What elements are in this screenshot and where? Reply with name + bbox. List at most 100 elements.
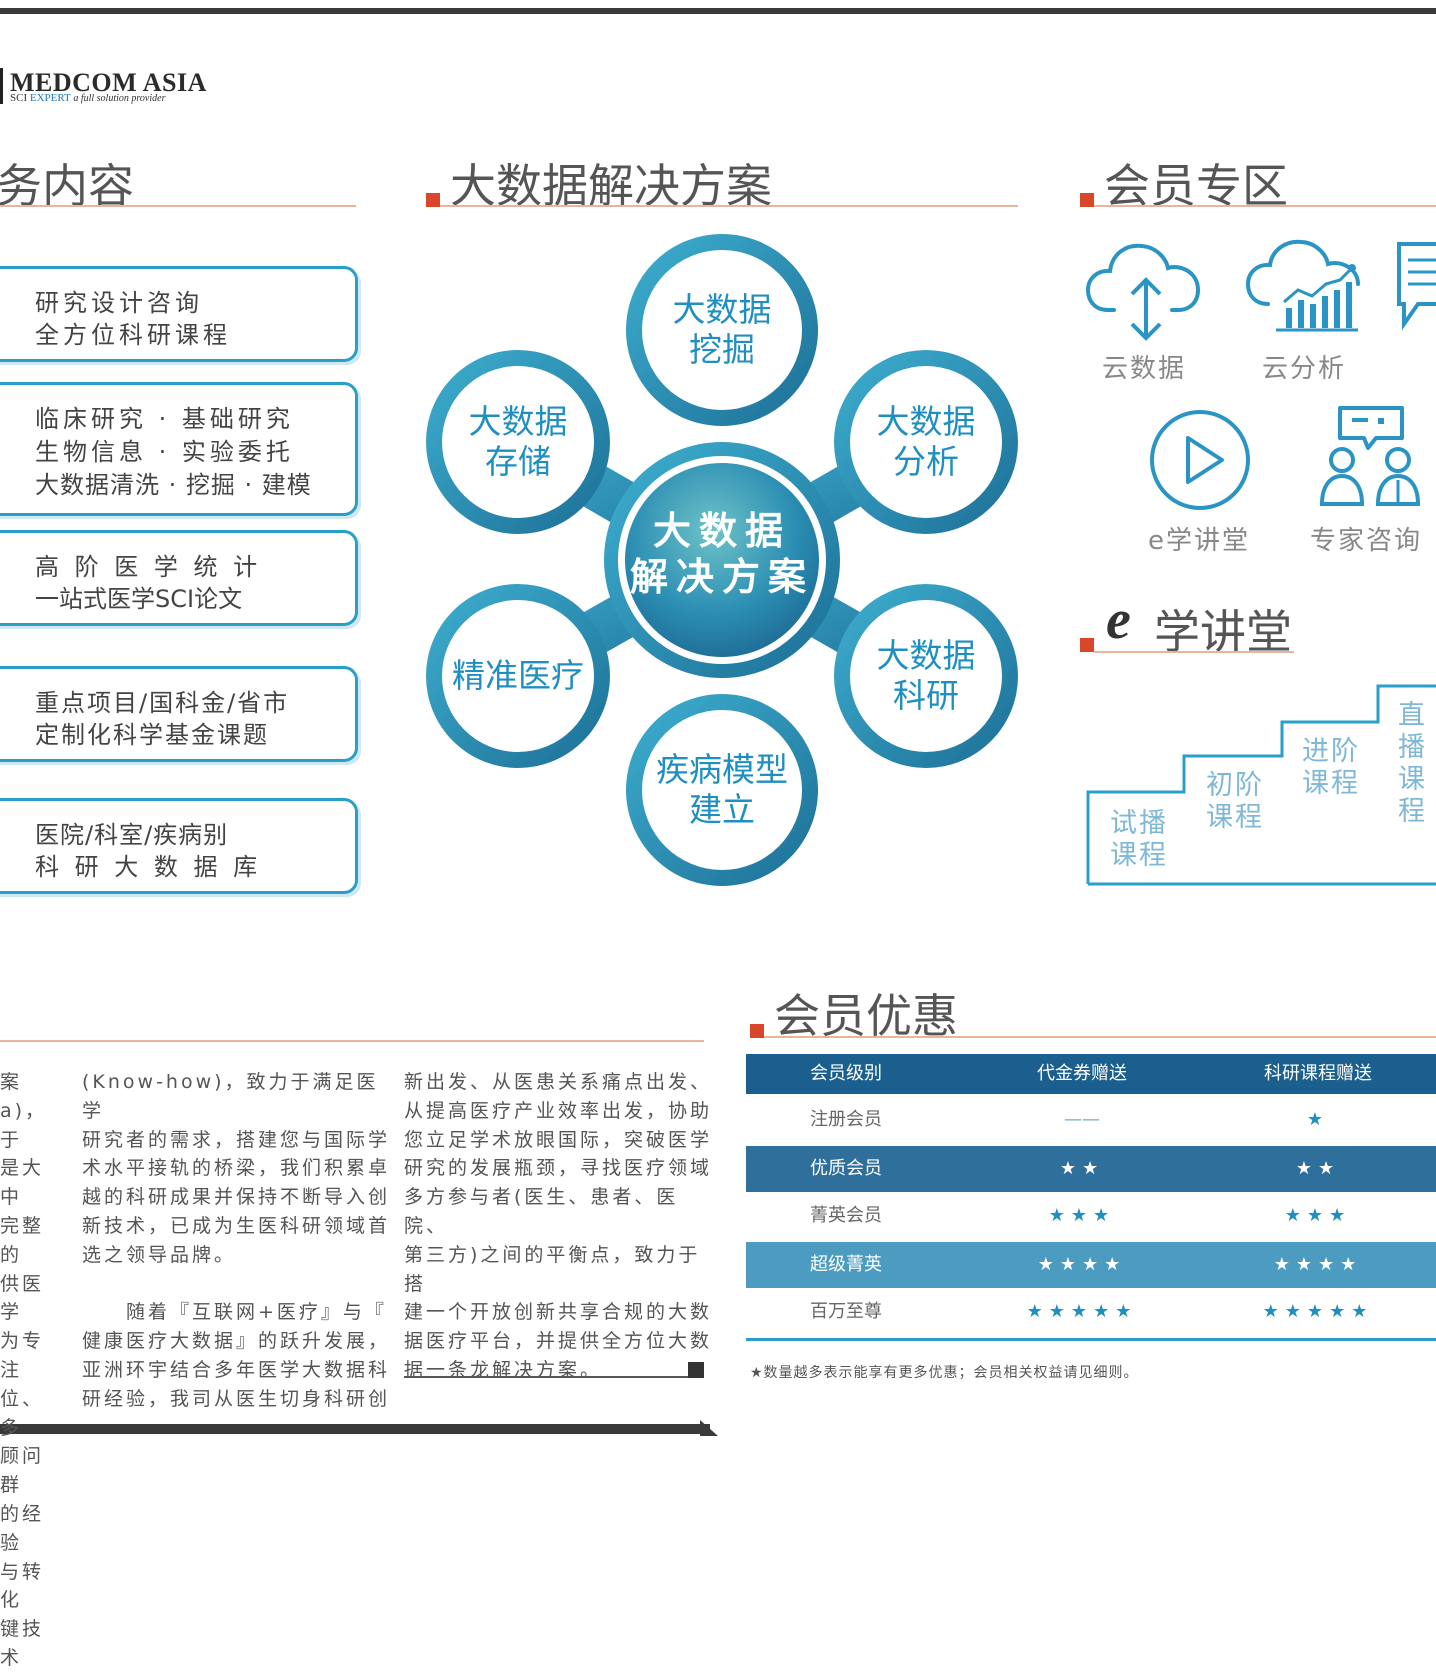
table-row: 菁英会员 ★★★ ★★★ [746,1196,1436,1236]
service-line: 医院/科室/疾病别 [35,821,229,849]
hub-node-label: 大数据 挖掘 [672,290,772,369]
member-icon-label: e学讲堂 [1148,526,1250,556]
cloud-chart-icon[interactable] [1246,238,1366,334]
table-cell-voucher: ★★★★ [1037,1254,1127,1275]
member-zone-title-underline [1094,205,1436,207]
logo-subtitle: SCI EXPERT a full solution provider [10,92,165,104]
bottom-border-tip [700,1420,718,1436]
member-zone-title-marker [1080,193,1094,207]
logo-tagline: a full solution provider [73,93,166,104]
services-title-underline [0,205,356,207]
table-row: 超级菁英 ★★★★ ★★★★ [746,1242,1436,1288]
bigdata-title-underline [440,205,1018,207]
table-cell-voucher: ★★★ [1048,1205,1116,1226]
table-header-row: 会员级别 代金券赠送 科研课程赠送 [746,1054,1436,1094]
hub-node-label: 大数据 存储 [468,402,568,481]
table-cell-course: ★★★★★ [1262,1301,1374,1322]
service-box-database[interactable]: 医院/科室/疾病别 科 研 大 数 据 库 [0,798,358,894]
hub-node-label: 大数据 科研 [876,636,976,715]
electure-title-marker [1080,638,1094,652]
hub-node-mining[interactable]: 大数据 挖掘 [642,250,802,410]
table-cell-course: ★★★ [1284,1205,1352,1226]
service-line: 一站式医学SCI论文 [35,585,243,613]
hub-node-research[interactable]: 大数据 科研 [850,600,1002,752]
document-icon [1397,242,1436,330]
stair-step-trial[interactable]: 试播 课程 [1110,808,1168,871]
stair-step-beginner[interactable]: 初阶 课程 [1206,770,1264,833]
table-cell-level: 超级菁英 [810,1254,882,1275]
member-zone-title: 会员专区 [1104,159,1288,213]
bigdata-title: 大数据解决方案 [450,159,772,213]
stair-step-live[interactable]: 直播 课程 [1398,700,1427,827]
text-column-1: 案 a)，于 是大中 完整的 供医学 为专注 位、多 顾问群 的经验 与转化 键… [0,1071,48,1669]
hub-center-label: 大数据 解决方案 [629,509,814,599]
hub-node-disease-model[interactable]: 疾病模型 建立 [642,710,802,870]
service-line: 重点项目/国科金/省市 [35,689,290,717]
member-icon-label: 云分析 [1262,354,1347,384]
column-end-rule [404,1376,704,1378]
bottom-border-bar [0,1424,710,1434]
hub-node-label: 疾病模型 建立 [656,750,788,829]
electure-title-e: e [1106,589,1131,651]
member-icon-label: 云数据 [1102,354,1187,384]
table-cell-level: 百万至尊 [810,1301,882,1322]
column-end-marker [688,1362,704,1378]
service-line: 科 研 大 数 据 库 [35,853,262,881]
logo-expert: EXPERT [29,92,71,104]
benefits-title-underline [764,1036,1436,1038]
services-title: 务内容 [0,159,134,213]
benefits-title: 会员优惠 [774,989,958,1043]
benefits-title-marker [750,1024,764,1038]
hub-core [625,463,819,657]
table-cell-course: ★★★★ [1273,1254,1363,1275]
consultation-icon[interactable] [1318,404,1422,510]
table-cell-course: ★ [1306,1109,1330,1130]
member-icon-label: 专家咨询 [1310,526,1423,556]
electure-title-underline [1094,651,1294,653]
service-line: 研究设计咨询 [35,289,203,317]
hub-node-analysis[interactable]: 大数据 分析 [850,366,1002,518]
table-header-cell: 代金券赠送 [1037,1063,1127,1084]
table-row: 百万至尊 ★★★★★ ★★★★★ [746,1292,1436,1332]
stair-step-advanced[interactable]: 进阶 课程 [1302,736,1360,799]
hub-node-precision-medicine[interactable]: 精准医疗 [442,600,594,752]
table-cell-level: 注册会员 [810,1109,882,1130]
table-row: 优质会员 ★★ ★★ [746,1146,1436,1192]
service-line: 生物信息 · 实验委托 [35,438,294,466]
bigdata-title-marker [426,193,440,207]
electure-title: 学讲堂 [1154,605,1292,659]
text-column-3: 新出发、从医患关系痛点出发、 从提高医疗产业效率出发，协助 您立足学术放眼国际，… [404,1071,713,1381]
table-cell-level: 菁英会员 [810,1205,882,1226]
top-border-bar [0,8,1436,14]
service-line: 全方位科研课程 [35,321,231,349]
hub-node-label: 大数据 分析 [876,402,976,481]
text-section-rule [0,1040,704,1042]
service-box-clinical-research[interactable]: 临床研究 · 基础研究 生物信息 · 实验委托 大数据清洗 · 挖掘 · 建模 [0,382,358,516]
service-box-statistics[interactable]: 高 阶 医 学 统 计 一站式医学SCI论文 [0,530,358,626]
service-line: 定制化科学基金课题 [35,721,269,749]
table-cell-voucher: ★★ [1059,1158,1105,1179]
table-cell-voucher: ★★★★★ [1026,1301,1138,1322]
cloud-transfer-icon[interactable] [1086,238,1206,342]
text-column-2: (Know-how)，致力于满足医学 研究者的需求，搭建您与国际学 术水平接轨的… [82,1071,391,1410]
table-row: 注册会员 —— ★ [746,1100,1436,1140]
play-icon[interactable] [1148,408,1252,512]
course-stairs-diagram [1086,684,1436,886]
table-cell-course: ★★ [1295,1158,1341,1179]
logo-bar [0,68,3,104]
service-line: 大数据清洗 · 挖掘 · 建模 [35,471,312,499]
hub-node-storage[interactable]: 大数据 存储 [442,366,594,518]
service-line: 临床研究 · 基础研究 [35,405,294,433]
logo-sci: SCI [10,92,28,104]
service-line: 高 阶 医 学 统 计 [35,553,262,581]
service-box-research-design[interactable]: 研究设计咨询 全方位科研课程 [0,266,358,362]
table-cell-level: 优质会员 [810,1158,882,1179]
table-footnote: ★数量越多表示能享有更多优惠；会员相关权益请见细则。 [750,1365,1139,1381]
hub-node-label: 精准医疗 [452,656,584,695]
service-box-fund-project[interactable]: 重点项目/国科金/省市 定制化科学基金课题 [0,666,358,762]
table-bottom-rule [746,1338,1436,1341]
logo: MEDCOM ASIA [10,68,207,97]
table-header-cell: 会员级别 [810,1063,882,1084]
table-header-cell: 科研课程赠送 [1264,1063,1372,1084]
table-cell-voucher: —— [1064,1109,1100,1130]
